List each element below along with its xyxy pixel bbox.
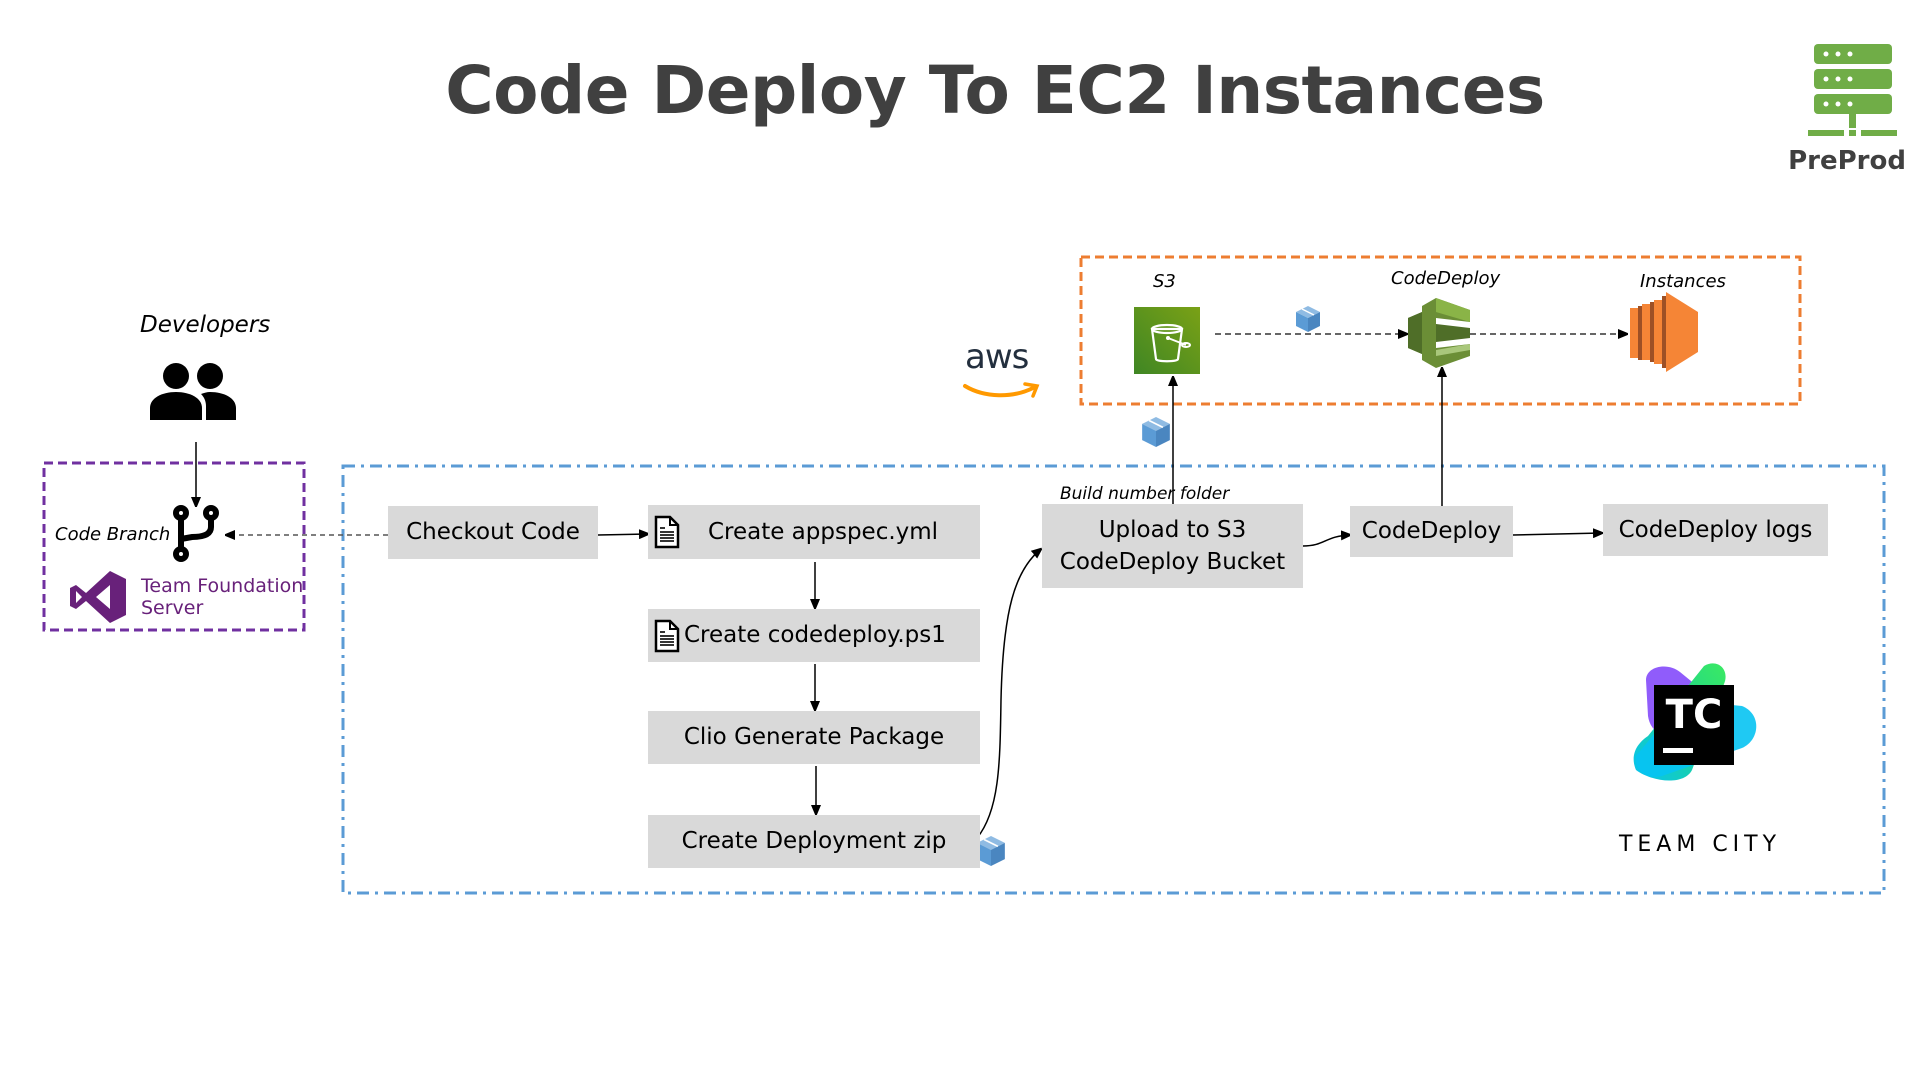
tfs-label-line2: Server — [141, 596, 204, 619]
package-box-icon — [1296, 306, 1320, 332]
environment-label: PreProd — [1788, 146, 1906, 176]
codedeploy-service-label: CodeDeploy — [1391, 268, 1501, 289]
arrow-zip-to-upload — [976, 549, 1041, 839]
step-label: Create codedeploy.ps1 — [684, 622, 946, 649]
arrow-checkout-to-appspec — [597, 534, 648, 535]
teamcity-logo-text: TC — [1666, 692, 1723, 738]
arrow-upload-to-codedeploy — [1302, 535, 1350, 547]
step-label: CodeDeploy — [1361, 518, 1502, 545]
tfs-label: Team Foundation Server — [141, 575, 304, 620]
pipeline-group — [341, 464, 1886, 895]
document-icon — [654, 619, 680, 652]
teamcity-label: TEAM CITY — [1618, 832, 1782, 857]
teamcity-logo-icon: TC — [1633, 663, 1757, 781]
aws-group — [1079, 255, 1802, 406]
page-title: Code Deploy To EC2 Instances — [445, 52, 1545, 129]
arrow-codedeploy-to-logs — [1512, 533, 1602, 535]
aws-smile-icon — [963, 382, 1040, 398]
s3-bucket-icon[interactable] — [1134, 307, 1200, 374]
step-create-appspec[interactable]: Create appspec.yml — [648, 505, 980, 559]
step-label: Create appspec.yml — [707, 518, 939, 545]
visual-studio-icon — [70, 571, 126, 623]
package-box-icon — [1142, 417, 1170, 447]
step-label: Clio Generate Package — [683, 724, 945, 751]
step-clio-generate-package[interactable]: Clio Generate Package — [648, 711, 980, 764]
build-number-folder-annotation: Build number folder — [1060, 484, 1230, 504]
server-rack-icon — [1808, 44, 1897, 136]
instances-label: Instances — [1640, 271, 1726, 292]
source-control-group — [42, 461, 306, 632]
ec2-instances-icon[interactable] — [1630, 292, 1698, 372]
step-create-deployment-zip[interactable]: Create Deployment zip — [648, 815, 980, 868]
s3-label: S3 — [1153, 271, 1176, 292]
aws-logo-text: aws — [965, 337, 1029, 377]
step-codedeploy-logs[interactable]: CodeDeploy logs — [1603, 504, 1828, 556]
step-label: Create Deployment zip — [681, 828, 947, 855]
users-icon — [150, 363, 236, 420]
package-box-icon — [977, 836, 1005, 866]
code-branch-label: Code Branch — [55, 524, 171, 545]
step-codedeploy[interactable]: CodeDeploy — [1350, 506, 1513, 557]
step-label: Checkout Code — [406, 519, 580, 546]
document-icon — [654, 515, 680, 549]
developers-label: Developers — [140, 312, 271, 338]
git-branch-icon — [173, 505, 219, 562]
step-label: CodeDeploy logs — [1618, 516, 1813, 543]
tfs-label-line1: Team Foundation — [141, 575, 304, 597]
step-checkout-code[interactable]: Checkout Code — [388, 506, 598, 559]
step-create-codedeploy-ps1[interactable]: Create codedeploy.ps1 — [648, 609, 980, 662]
step-label-line2: CodeDeploy Bucket — [1059, 549, 1286, 575]
codedeploy-icon[interactable] — [1408, 298, 1470, 368]
step-label-line1: Upload to S3 — [1098, 516, 1247, 543]
step-upload-to-s3[interactable]: Upload to S3 CodeDeploy Bucket — [1042, 504, 1303, 588]
